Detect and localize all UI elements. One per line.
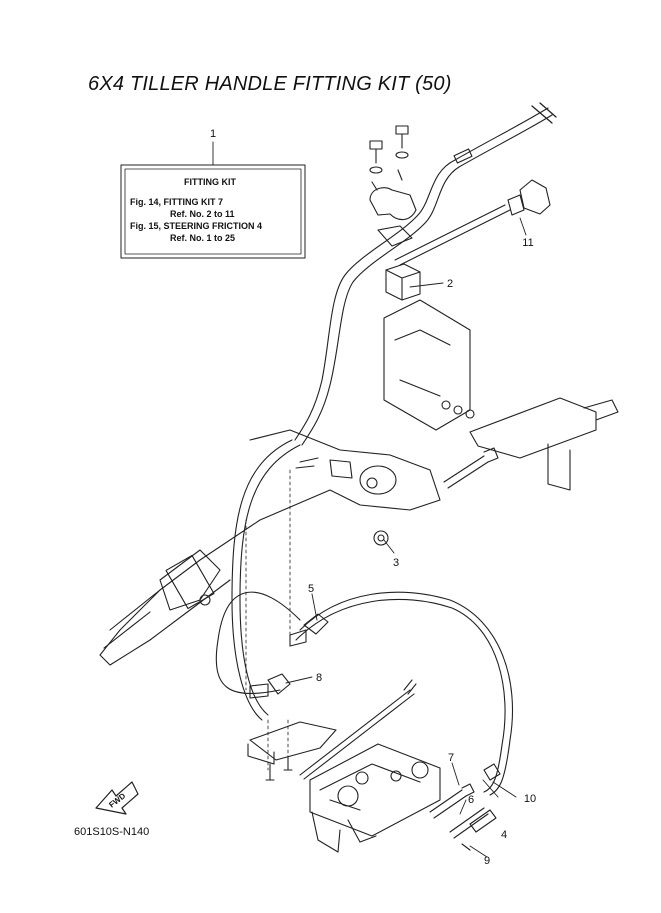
engine-bracket — [383, 299, 619, 491]
fitting-kit-line-3: Fig. 15, STEERING FRICTION 4 — [130, 221, 262, 231]
clip-part-5 — [289, 613, 329, 647]
callout-8: 8 — [316, 672, 322, 684]
clamp-part-10 — [483, 763, 501, 781]
callout-1: 1 — [210, 128, 216, 140]
callout-2: 2 — [447, 278, 453, 290]
fwd-label: FWD — [107, 791, 127, 809]
fitting-kit-heading: FITTING KIT — [184, 177, 236, 187]
callout-7: 7 — [448, 752, 454, 764]
guide-lines — [245, 469, 291, 771]
callout-11: 11 — [522, 237, 533, 249]
fitting-kit-line-1: Fig. 14, FITTING KIT 7 — [130, 197, 223, 207]
fitting-kit-line-4: Ref. No. 1 to 25 — [170, 233, 235, 243]
callout-9: 9 — [484, 855, 490, 867]
diagram-code: 601S10S-N140 — [74, 826, 150, 838]
page-title: 6X4 TILLER HANDLE FITTING KIT (50) — [88, 73, 452, 95]
pin-part-9 — [461, 843, 471, 851]
nut-part-3 — [373, 530, 389, 546]
clip-part-8 — [249, 673, 291, 699]
tiller-handle — [99, 429, 441, 666]
connector-part-11 — [394, 179, 551, 266]
cable-bracket — [369, 187, 417, 247]
callout-6: 6 — [468, 794, 474, 806]
fitting-kit-line-2: Ref. No. 2 to 11 — [170, 209, 235, 219]
cable-loops — [215, 439, 513, 796]
callout-leaders — [212, 141, 527, 858]
callout-4: 4 — [501, 829, 507, 841]
fitting-kit-box: FITTING KIT Fig. 14, FITTING KIT 7 Ref. … — [120, 164, 306, 259]
fwd-arrow: FWD — [95, 781, 139, 815]
callout-10: 10 — [524, 793, 536, 805]
top-bolts — [369, 125, 409, 191]
throttle-cables — [294, 102, 557, 446]
callout-5: 5 — [308, 583, 314, 595]
grommet-part-2 — [385, 263, 421, 301]
part-4-linkage — [469, 809, 497, 833]
callout-3: 3 — [393, 557, 399, 569]
control-assembly — [299, 679, 441, 853]
lower-bracket — [247, 721, 337, 781]
stud-bolt — [443, 447, 499, 489]
